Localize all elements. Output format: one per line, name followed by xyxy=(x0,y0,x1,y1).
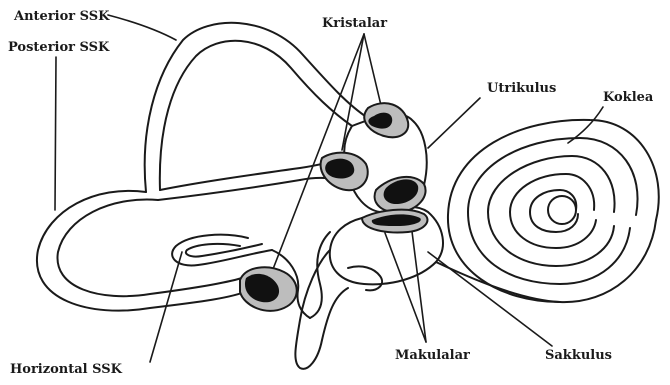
label-anterior-ssk: Anterior SSK xyxy=(13,9,110,24)
leader-posterior-ssk xyxy=(55,57,56,210)
ductus-reuniens xyxy=(436,220,656,302)
cochlea-spiral-ring-3 xyxy=(488,156,615,266)
common-crus xyxy=(160,158,340,190)
duct-tail xyxy=(348,266,382,290)
label-utrikulus: Utrikulus xyxy=(487,81,556,96)
cochlea-apex xyxy=(548,196,576,224)
posterior-canal-inner xyxy=(57,200,242,297)
cochlea-spiral-outer xyxy=(448,120,659,302)
label-posterior-ssk: Posterior SSK xyxy=(8,40,110,55)
endolymphatic-duct xyxy=(295,250,348,369)
leader-utrikulus xyxy=(428,98,480,148)
posterior-canal-outer xyxy=(37,191,250,311)
leader-anterior-ssk xyxy=(108,15,176,40)
cochlea-spiral-ring-2 xyxy=(468,138,638,284)
cochlea-spiral-ring-4 xyxy=(510,174,596,248)
label-kristalar: Kristalar xyxy=(322,16,387,31)
sensory-areas xyxy=(240,103,427,311)
label-makulalar: Makulalar xyxy=(395,348,470,363)
label-koklea: Koklea xyxy=(603,90,654,105)
label-sakkulus: Sakkulus xyxy=(545,348,612,363)
cochlea-spiral-ring-5 xyxy=(530,190,578,232)
label-horizontal-ssk: Horizontal SSK xyxy=(10,362,123,377)
leader-kristalar-1 xyxy=(342,34,364,150)
cochlea xyxy=(448,120,659,302)
common-crus-inner xyxy=(158,180,300,200)
